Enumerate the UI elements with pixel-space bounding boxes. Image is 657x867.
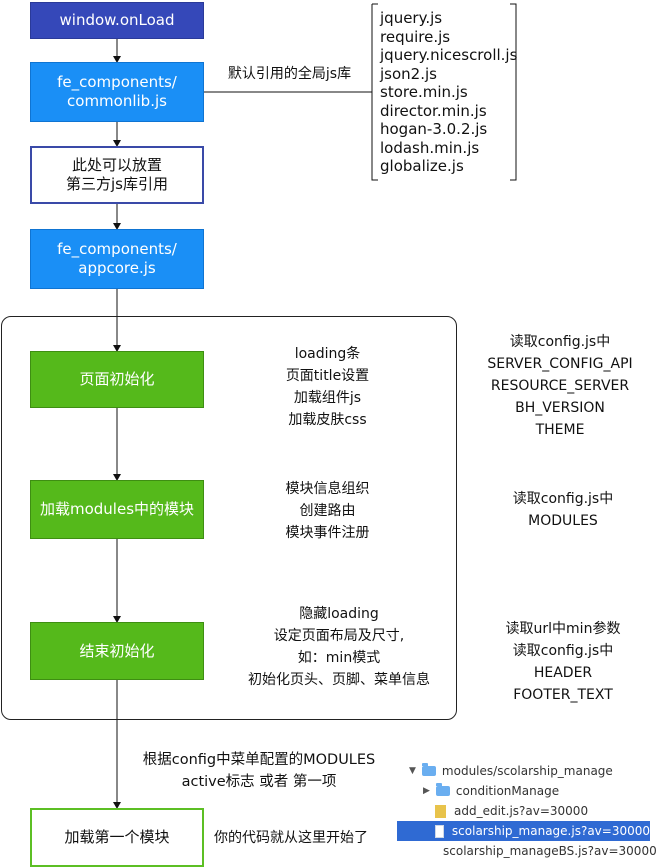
note-text: 根据config中菜单配置的MODULES — [142, 752, 376, 768]
finish-config-note: 读取url中min参数 读取config.js中 HEADER FOOTER_T… — [478, 618, 648, 706]
annotation-text: 默认引用的全局js库 — [227, 66, 352, 82]
node-commonlib: fe_components/ commonlib.js — [30, 62, 204, 122]
step-text: 页面title设置 — [285, 368, 370, 384]
lib-item: store.min.js — [380, 83, 468, 101]
libs-bracket-right — [510, 3, 517, 181]
finish-steps: 隐藏loading 设定页面布局及尺寸, 如：min模式 初始化页头、页脚、菜单… — [228, 603, 450, 691]
modules-steps: 模块信息组织 创建路由 模块事件注册 — [250, 478, 405, 544]
step-text: 设定页面布局及尺寸, — [273, 628, 405, 644]
config-text: HEADER — [533, 665, 593, 681]
init-steps: loading条 页面title设置 加载组件js 加载皮肤css — [250, 343, 405, 431]
expanded-triangle-icon[interactable]: ▼ — [409, 766, 416, 776]
config-text: 读取config.js中 — [509, 334, 611, 350]
node-label: 加载第一个模块 — [64, 828, 170, 846]
js-file-icon — [435, 804, 446, 818]
modules-config-note: 读取config.js中 MODULES — [478, 488, 648, 532]
label-text: 你的代码就从这里开始了 — [214, 830, 368, 846]
node-page-init: 页面初始化 — [30, 351, 204, 408]
collapsed-triangle-icon[interactable]: ▶ — [423, 786, 430, 796]
step-text: 加载皮肤css — [288, 412, 367, 428]
lib-item: globalize.js — [380, 157, 464, 175]
node-label: fe_components/ — [57, 240, 177, 258]
tree-row-file[interactable]: add_edit.js?av=30000 — [435, 801, 649, 821]
config-text: 读取config.js中 — [512, 643, 614, 659]
step-text: 模块事件注册 — [285, 525, 370, 541]
node-label: fe_components/ — [57, 73, 177, 91]
step-text: 如：min模式 — [297, 650, 381, 666]
config-text: BH_VERSION — [515, 400, 605, 416]
config-text: 读取url中min参数 — [505, 621, 621, 637]
init-group-container — [1, 316, 457, 720]
js-file-icon — [435, 824, 444, 838]
lib-item: require.js — [380, 27, 451, 46]
init-config-note: 读取config.js中 SERVER_CONFIG_API RESOURCE_… — [470, 331, 650, 441]
tree-label: modules/scolarship_manage — [441, 764, 613, 778]
node-label: 页面初始化 — [79, 370, 155, 388]
config-text: SERVER_CONFIG_API — [487, 356, 633, 372]
config-text: FOOTER_TEXT — [513, 687, 613, 703]
folder-icon — [421, 763, 436, 776]
first-module-note: 根据config中菜单配置的MODULES active标志 或者 第一项 — [124, 749, 394, 793]
config-text: 读取config.js中 — [512, 491, 614, 507]
step-text: loading条 — [294, 346, 361, 362]
tree-row-file[interactable]: scolarship_manageBS.js?av=30000 — [435, 841, 657, 861]
lib-item: hogan-3.0.2.js — [380, 120, 488, 138]
libs-bracket — [371, 3, 378, 181]
node-appcore: fe_components/ appcore.js — [30, 229, 204, 289]
node-label: 加载modules中的模块 — [39, 500, 195, 518]
tree-row-folder-closed[interactable]: ▶ conditionManage — [423, 781, 649, 801]
step-text: 模块信息组织 — [285, 481, 370, 497]
code-start-label: 你的代码就从这里开始了 — [214, 827, 394, 849]
node-load-modules: 加载modules中的模块 — [30, 480, 204, 539]
commonlib-annotation: 默认引用的全局js库 — [212, 63, 367, 85]
folder-icon — [435, 783, 450, 796]
tree-row-folder-open[interactable]: ▼ modules/scolarship_manage — [409, 761, 649, 781]
config-text: RESOURCE_SERVER — [490, 378, 630, 394]
node-label: 结束初始化 — [79, 641, 155, 660]
lib-item: director.min.js — [380, 101, 487, 120]
lib-item: jquery.js — [380, 9, 443, 27]
node-label: 第三方js库引用 — [66, 175, 168, 193]
node-label: commonlib.js — [67, 92, 167, 110]
tree-row-file-selected[interactable]: scolarship_manage.js?av=30000 — [397, 821, 650, 841]
tree-label: conditionManage — [455, 784, 560, 798]
node-label: appcore.js — [78, 259, 156, 277]
lib-item: lodash.min.js — [380, 138, 480, 157]
note-text: active标志 或者 第一项 — [181, 774, 337, 790]
step-text: 创建路由 — [299, 503, 356, 519]
tree-label: scolarship_manageBS.js?av=30000 — [443, 844, 657, 858]
tree-label: add_edit.js?av=30000 — [454, 804, 589, 818]
step-text: 初始化页头、页脚、菜单信息 — [248, 672, 430, 688]
node-thirdparty: 此处可以放置 第三方js库引用 — [30, 146, 204, 204]
global-libs-list: jquery.js require.js jquery.nicescroll.j… — [380, 9, 520, 176]
node-label: 此处可以放置 — [71, 156, 162, 174]
lib-item: jquery.nicescroll.js — [380, 46, 518, 64]
config-text: THEME — [535, 422, 585, 438]
node-finish-init: 结束初始化 — [30, 622, 204, 680]
config-text: MODULES — [528, 513, 598, 529]
tree-label: scolarship_manage.js?av=30000 — [451, 824, 650, 838]
file-tree: ▼ modules/scolarship_manage ▶ conditionM… — [397, 760, 657, 867]
step-text: 加载组件js — [293, 390, 362, 406]
node-window-onload: window.onLoad — [30, 2, 204, 39]
node-label: window.onLoad — [59, 11, 175, 29]
node-load-first-module: 加载第一个模块 — [30, 808, 204, 867]
step-text: 隐藏loading — [299, 606, 379, 622]
lib-item: json2.js — [380, 64, 437, 83]
